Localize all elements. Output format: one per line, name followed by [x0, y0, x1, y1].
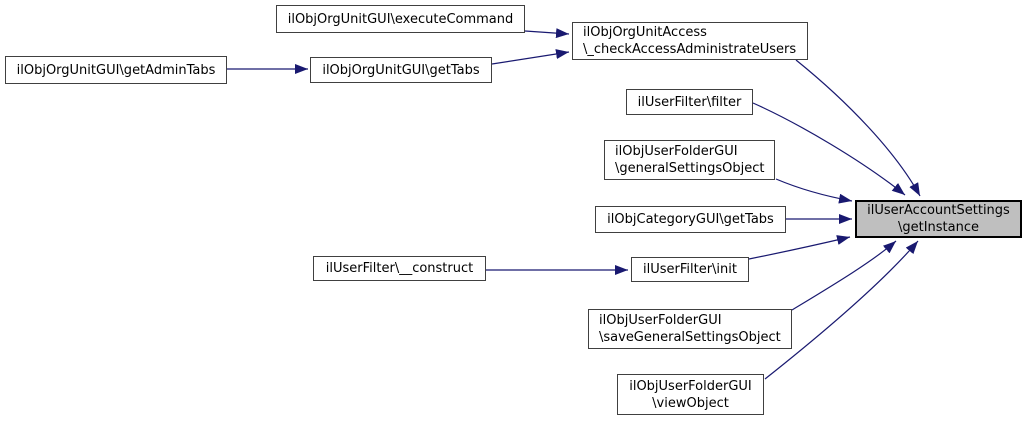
edge-general-settings-to-get-instance — [775, 178, 853, 204]
graph-node-category-get-tabs[interactable]: ilObjCategoryGUI\getTabs — [595, 206, 786, 233]
node-label-line: \generalSettingsObject — [615, 161, 765, 176]
edge-execute-command-to-check-access — [524, 28, 570, 39]
graph-node-get-instance: ilUserAccountSettings \getInstance — [855, 200, 1022, 238]
graph-node-save-general-settings[interactable]: ilObjUserFolderGUI \saveGeneralSettingsOb… — [588, 309, 792, 349]
node-label-line: ilObjOrgUnitGUI\executeCommand — [287, 11, 514, 27]
node-label-line: \saveGeneralSettingsObject — [599, 330, 781, 345]
graph-node-view-object[interactable]: ilObjUserFolderGUI\viewObject — [617, 374, 764, 415]
node-label-line: ilUserFilter\init — [643, 262, 737, 277]
graph-node-user-filter[interactable]: ilUserFilter\filter — [626, 89, 753, 115]
graph-node-general-settings[interactable]: ilObjUserFolderGUI \generalSettingsObject — [604, 140, 775, 180]
graph-node-filter-init[interactable]: ilUserFilter\init — [631, 257, 749, 282]
edge-group — [227, 28, 921, 380]
edge-view-object-to-get-instance — [764, 240, 919, 380]
node-label-line: ilObjUserFolderGUI — [629, 378, 752, 394]
graph-node-check-access[interactable]: ilObjOrgUnitAccess \_checkAccessAdministr… — [572, 22, 808, 60]
node-label-line: ilObjOrgUnitGUI\getAdminTabs — [16, 62, 216, 78]
node-label-line: ilObjCategoryGUI\getTabs — [607, 212, 774, 227]
node-label-line: ilObjOrgUnitGUI\getTabs — [322, 62, 480, 78]
edge-filter-init-to-get-instance — [748, 235, 851, 260]
edge-check-access-to-get-instance — [795, 59, 921, 197]
node-label-line: ilUserFilter\filter — [637, 94, 742, 110]
node-label-line: ilObjUserFolderGUI — [615, 144, 738, 159]
edge-save-general-settings-to-get-instance — [791, 240, 897, 311]
node-label-line: ilUserFilter\__construct — [325, 261, 474, 276]
node-label-line: \_checkAccessAdministrateUsers — [583, 42, 797, 57]
node-label-line: \viewObject — [652, 395, 729, 411]
node-label-line: ilUserAccountSettings — [867, 203, 1010, 218]
graph-node-execute-command[interactable]: ilObjOrgUnitGUI\executeCommand — [276, 5, 525, 33]
graph-node-get-admin-tabs[interactable]: ilObjOrgUnitGUI\getAdminTabs — [5, 56, 227, 84]
edge-user-filter-to-get-instance — [752, 102, 906, 196]
graph-node-orgunit-get-tabs[interactable]: ilObjOrgUnitGUI\getTabs — [310, 57, 492, 83]
node-label-line: ilObjOrgUnitAccess — [583, 25, 707, 40]
edge-orgunit-get-tabs-to-check-access — [491, 49, 570, 65]
graph-node-filter-construct[interactable]: ilUserFilter\__construct — [313, 256, 486, 281]
node-label-line: \getInstance — [897, 220, 980, 235]
node-label-line: ilObjUserFolderGUI — [599, 313, 722, 328]
